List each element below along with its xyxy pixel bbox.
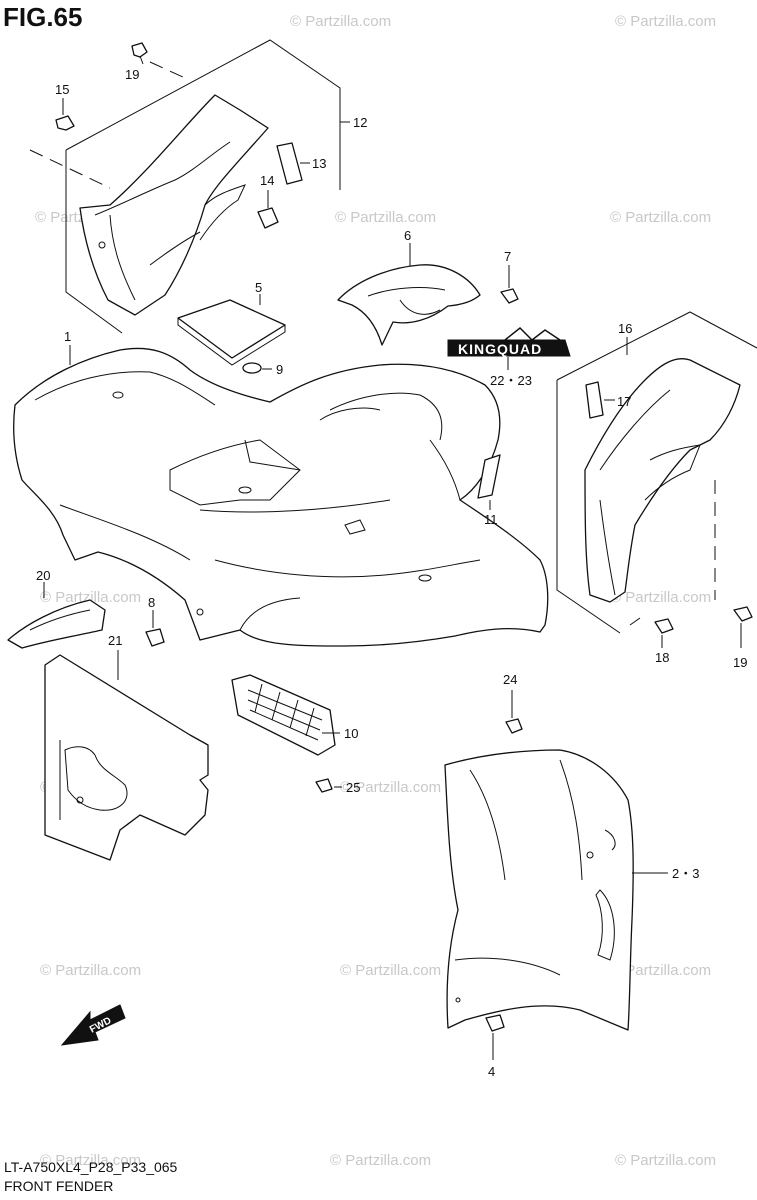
callout-20: 20 <box>36 568 50 583</box>
fwd-direction-arrow: FWD <box>60 1004 126 1046</box>
callout-8: 8 <box>148 595 155 610</box>
callout-21: 21 <box>108 633 122 648</box>
callout-24: 24 <box>503 672 517 687</box>
callout-10: 10 <box>344 726 358 741</box>
watermark: © Partzilla.com <box>40 589 141 606</box>
callout-19-right: 19 <box>733 655 747 670</box>
screw-24 <box>505 690 523 734</box>
screw-7 <box>500 265 519 304</box>
watermark: © Partzilla.com <box>610 962 711 979</box>
callout-16: 16 <box>618 321 632 336</box>
badge-text: KINGQUAD <box>458 341 542 357</box>
part-1-front-fender <box>13 345 549 647</box>
watermark: © Partzilla.com <box>610 589 711 606</box>
watermark: © Partzilla.com <box>40 1152 141 1169</box>
callout-9: 9 <box>276 362 283 377</box>
callout-13: 13 <box>312 156 326 171</box>
part-20-fender-trim <box>7 582 106 649</box>
watermark: © Partzilla.com <box>40 962 141 979</box>
part-12-left-inner-panel <box>29 39 350 334</box>
kingquad-badge: KINGQUAD <box>447 326 571 370</box>
watermark: © Partzilla.com <box>615 1152 716 1169</box>
part-16-right-inner-panel <box>556 311 757 634</box>
screw-8 <box>145 610 165 647</box>
callout-6: 6 <box>404 228 411 243</box>
callout-1: 1 <box>64 329 71 344</box>
figure-title: FIG.65 <box>3 2 83 32</box>
callout-4: 4 <box>488 1064 495 1079</box>
callout-7: 7 <box>504 249 511 264</box>
callout-19-top: 19 <box>125 67 139 82</box>
screw-19-right <box>733 606 753 648</box>
callout-15: 15 <box>55 82 69 97</box>
part-10-grille <box>231 674 340 756</box>
screw-19-top <box>131 42 148 65</box>
callout-17: 17 <box>617 394 631 409</box>
watermark: © Partzilla.com <box>610 209 711 226</box>
watermark: © Partzilla.com <box>330 1152 431 1169</box>
watermark: © Partzilla.com <box>335 209 436 226</box>
model-code: LT-A750XL4_P28_P33_065 <box>4 1159 178 1175</box>
fwd-label: FWD <box>88 1015 113 1035</box>
section-name: FRONT FENDER <box>4 1178 114 1194</box>
screw-18 <box>654 618 674 648</box>
grommet-9 <box>242 362 272 374</box>
watermark: © Partzilla.com <box>615 13 716 30</box>
screw-15 <box>55 98 75 131</box>
callout-14: 14 <box>260 173 274 188</box>
part-2-3-inner-fender-liner <box>444 749 668 1031</box>
screw-4 <box>485 1014 505 1060</box>
callout-22-23: 22・23 <box>490 373 532 388</box>
callout-5: 5 <box>255 280 262 295</box>
watermark: © Partzilla.com <box>340 962 441 979</box>
part-21-mud-guard <box>44 650 209 861</box>
watermark: © Partzilla.com <box>340 779 441 796</box>
part-5-storage-tray <box>177 294 286 366</box>
callout-25: 25 <box>346 780 360 795</box>
callout-11: 11 <box>484 512 498 527</box>
callout-2-3: 2・3 <box>672 866 699 881</box>
screw-25 <box>315 778 342 793</box>
watermark: © Partzilla.com <box>290 13 391 30</box>
callout-18: 18 <box>655 650 669 665</box>
part-6-center-cover <box>337 243 481 346</box>
callout-12: 12 <box>353 115 367 130</box>
part-11-side-trim <box>477 454 501 510</box>
